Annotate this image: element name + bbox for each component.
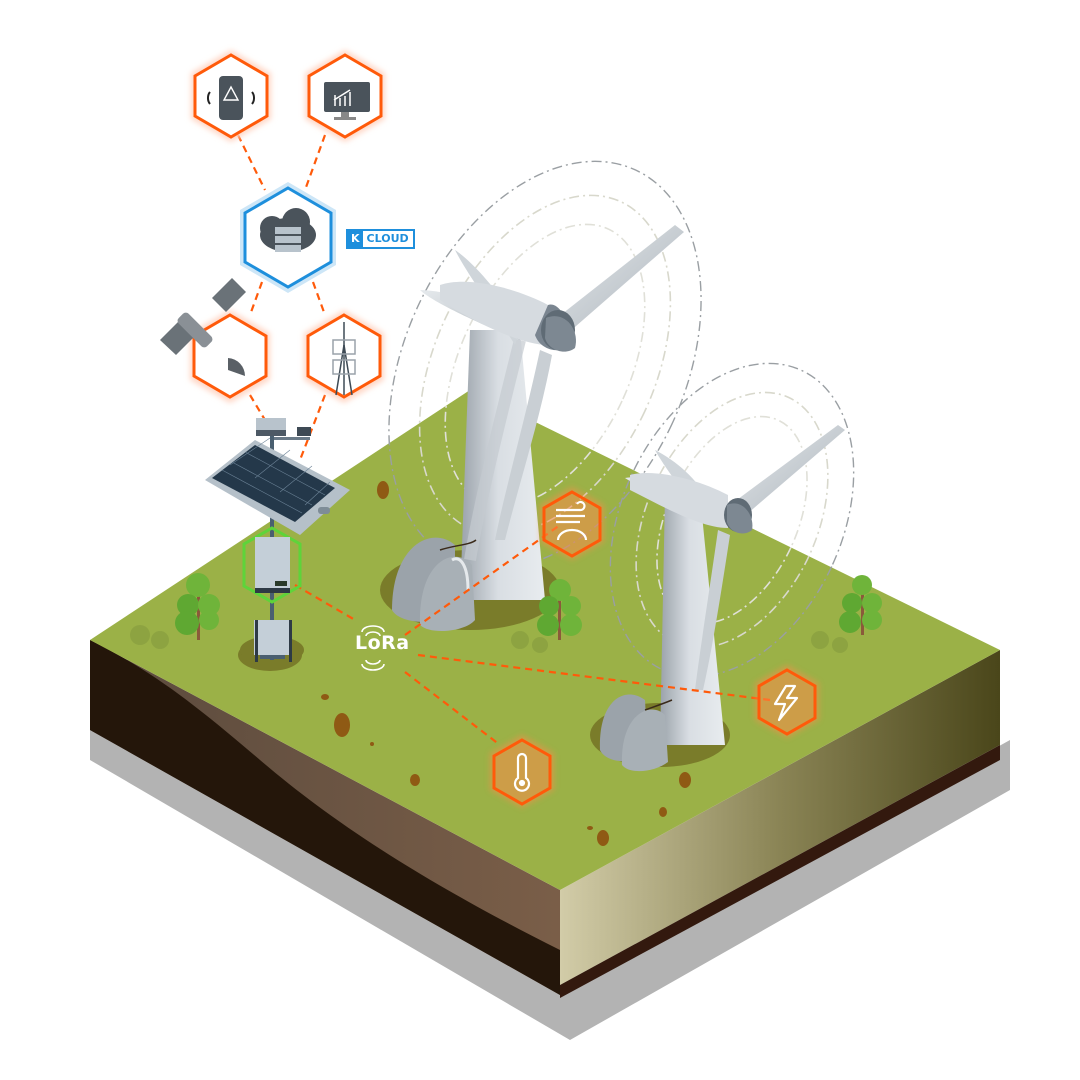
lora-gateway-label: LoRa bbox=[355, 632, 410, 654]
connection-lines bbox=[237, 134, 771, 746]
sensor-power[interactable] bbox=[755, 665, 819, 738]
kcloud-label: CLOUD bbox=[366, 232, 409, 245]
node-cell-tower[interactable] bbox=[304, 310, 384, 403]
node-cloud[interactable] bbox=[240, 182, 336, 293]
satellite-icon bbox=[160, 278, 246, 376]
boulders-2 bbox=[599, 694, 673, 772]
tree-left bbox=[175, 573, 220, 640]
cell-tower-icon bbox=[332, 322, 356, 396]
gateway-green-hex bbox=[242, 526, 302, 604]
tree-center bbox=[537, 579, 582, 640]
lora-wave-icon bbox=[361, 625, 385, 671]
wind-turbine-large bbox=[420, 225, 684, 600]
terrain-right-side bbox=[560, 650, 1000, 985]
kcloud-k: K bbox=[348, 231, 363, 247]
kcloud-badge: K CLOUD bbox=[346, 229, 415, 249]
tree-right bbox=[839, 575, 882, 635]
thermometer-icon bbox=[513, 752, 531, 792]
node-satellite[interactable] bbox=[160, 278, 270, 403]
wind-turbine-small bbox=[625, 425, 845, 745]
lightning-bolt-icon bbox=[773, 684, 799, 722]
node-mobile-alert[interactable] bbox=[191, 50, 271, 142]
wind-speed-gauge-icon bbox=[556, 500, 588, 541]
sensor-wind[interactable] bbox=[540, 487, 604, 560]
ground-shadow bbox=[90, 730, 1010, 1040]
node-dashboard[interactable] bbox=[305, 50, 385, 142]
mud-spots bbox=[321, 481, 691, 846]
sensor-temperature[interactable] bbox=[490, 735, 554, 808]
boulders-1 bbox=[392, 537, 477, 632]
solar-gateway bbox=[205, 418, 350, 664]
